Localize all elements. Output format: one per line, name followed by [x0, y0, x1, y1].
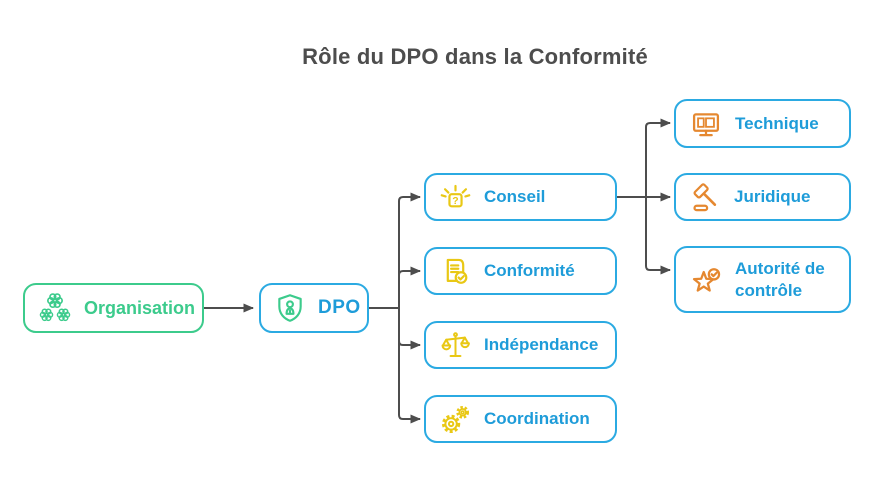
node-label: Conseil [484, 187, 546, 207]
node-label: Technique [735, 113, 819, 133]
organization-icon [39, 293, 71, 322]
node-label: Organisation [84, 297, 196, 318]
node-label: Juridique [734, 187, 811, 207]
edge-dpo-conseil [398, 192, 421, 308]
edge-dpo-coordination [398, 308, 421, 424]
node-technique: Technique [674, 99, 851, 148]
node-independance: Indépendance [424, 321, 617, 369]
monitor-icon [692, 112, 720, 136]
node-label: DPO [318, 297, 361, 319]
star-check-icon [692, 267, 721, 292]
node-label: Indépendance [484, 335, 599, 355]
idea-question-icon: ? [440, 184, 471, 207]
svg-text:?: ? [452, 195, 458, 206]
node-label: Conformité [484, 261, 575, 281]
shield-person-icon [278, 294, 302, 322]
diagram-title: Rôle du DPO dans la Conformité [302, 44, 648, 69]
node-juridique: Juridique [674, 173, 851, 221]
node-coordination: Coordination [424, 395, 617, 443]
node-autorite-de-controle: Autorité de contrôle [674, 246, 851, 313]
node-label: Autorité de contrôle [735, 259, 825, 300]
node-organisation: Organisation [23, 283, 204, 333]
node-label: Coordination [484, 409, 590, 429]
edge-conseil-autorite [645, 197, 671, 275]
balance-scale-icon [441, 331, 470, 357]
node-conformite: Conformité [424, 247, 617, 295]
document-check-icon [446, 258, 468, 284]
edge-conseil-technique [645, 118, 671, 197]
edge-dpo-independance [398, 308, 421, 350]
gavel-icon [693, 182, 717, 211]
node-dpo: DPO [259, 283, 369, 333]
edge-dpo-conformite [398, 266, 421, 308]
node-conseil: ? Conseil [424, 173, 617, 221]
gears-icon [441, 405, 470, 433]
